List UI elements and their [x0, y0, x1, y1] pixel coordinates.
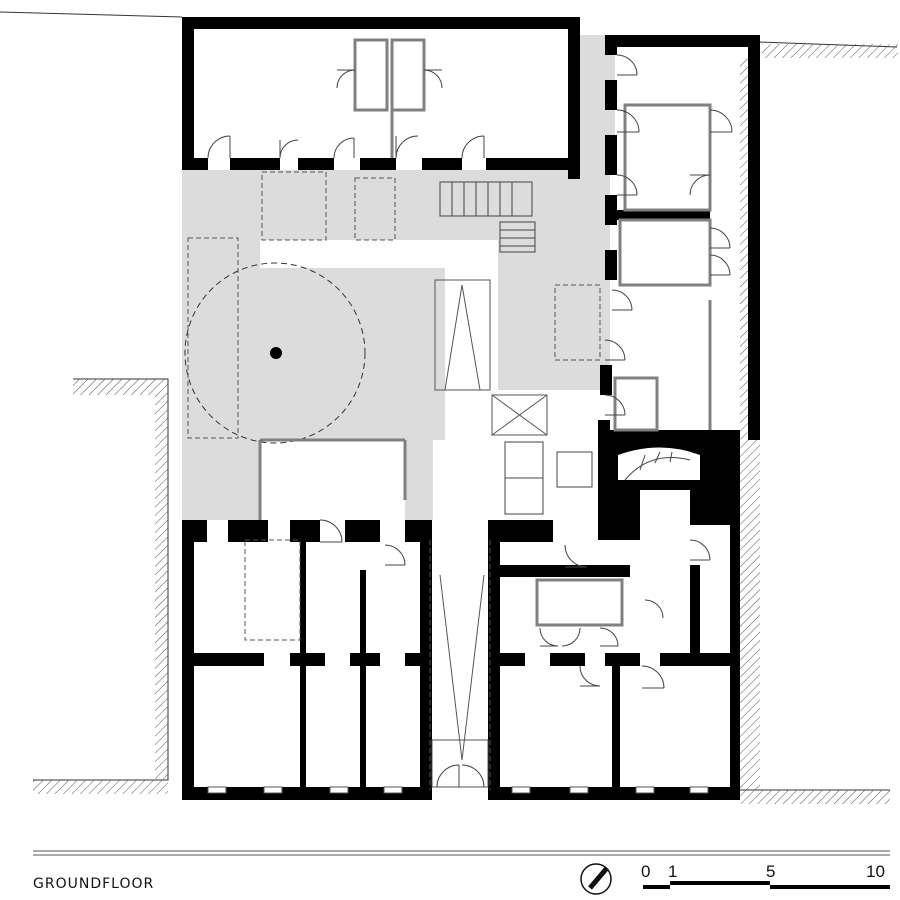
footer-rules — [33, 850, 890, 856]
scale-tick-1: 1 — [668, 862, 678, 881]
exterior-walls — [182, 17, 760, 800]
scale-tick-0: 0 — [641, 862, 651, 881]
plan-title: GROUNDFLOOR — [33, 876, 155, 892]
scale-bar — [643, 881, 890, 889]
partitions — [258, 38, 712, 627]
central-corridor — [431, 279, 548, 788]
neighbour-hatching — [33, 44, 898, 804]
door-swings — [207, 54, 733, 788]
site-boundary — [0, 11, 898, 791]
circular-marking — [184, 262, 366, 444]
stairs — [439, 181, 691, 515]
dashed-elements — [187, 171, 601, 790]
scale-tick-10: 10 — [866, 862, 885, 881]
window-openings — [207, 786, 709, 794]
north-arrow-icon — [580, 863, 612, 895]
courtyard-floor — [182, 35, 615, 520]
center-point — [270, 347, 282, 359]
scale-tick-5: 5 — [766, 862, 776, 881]
